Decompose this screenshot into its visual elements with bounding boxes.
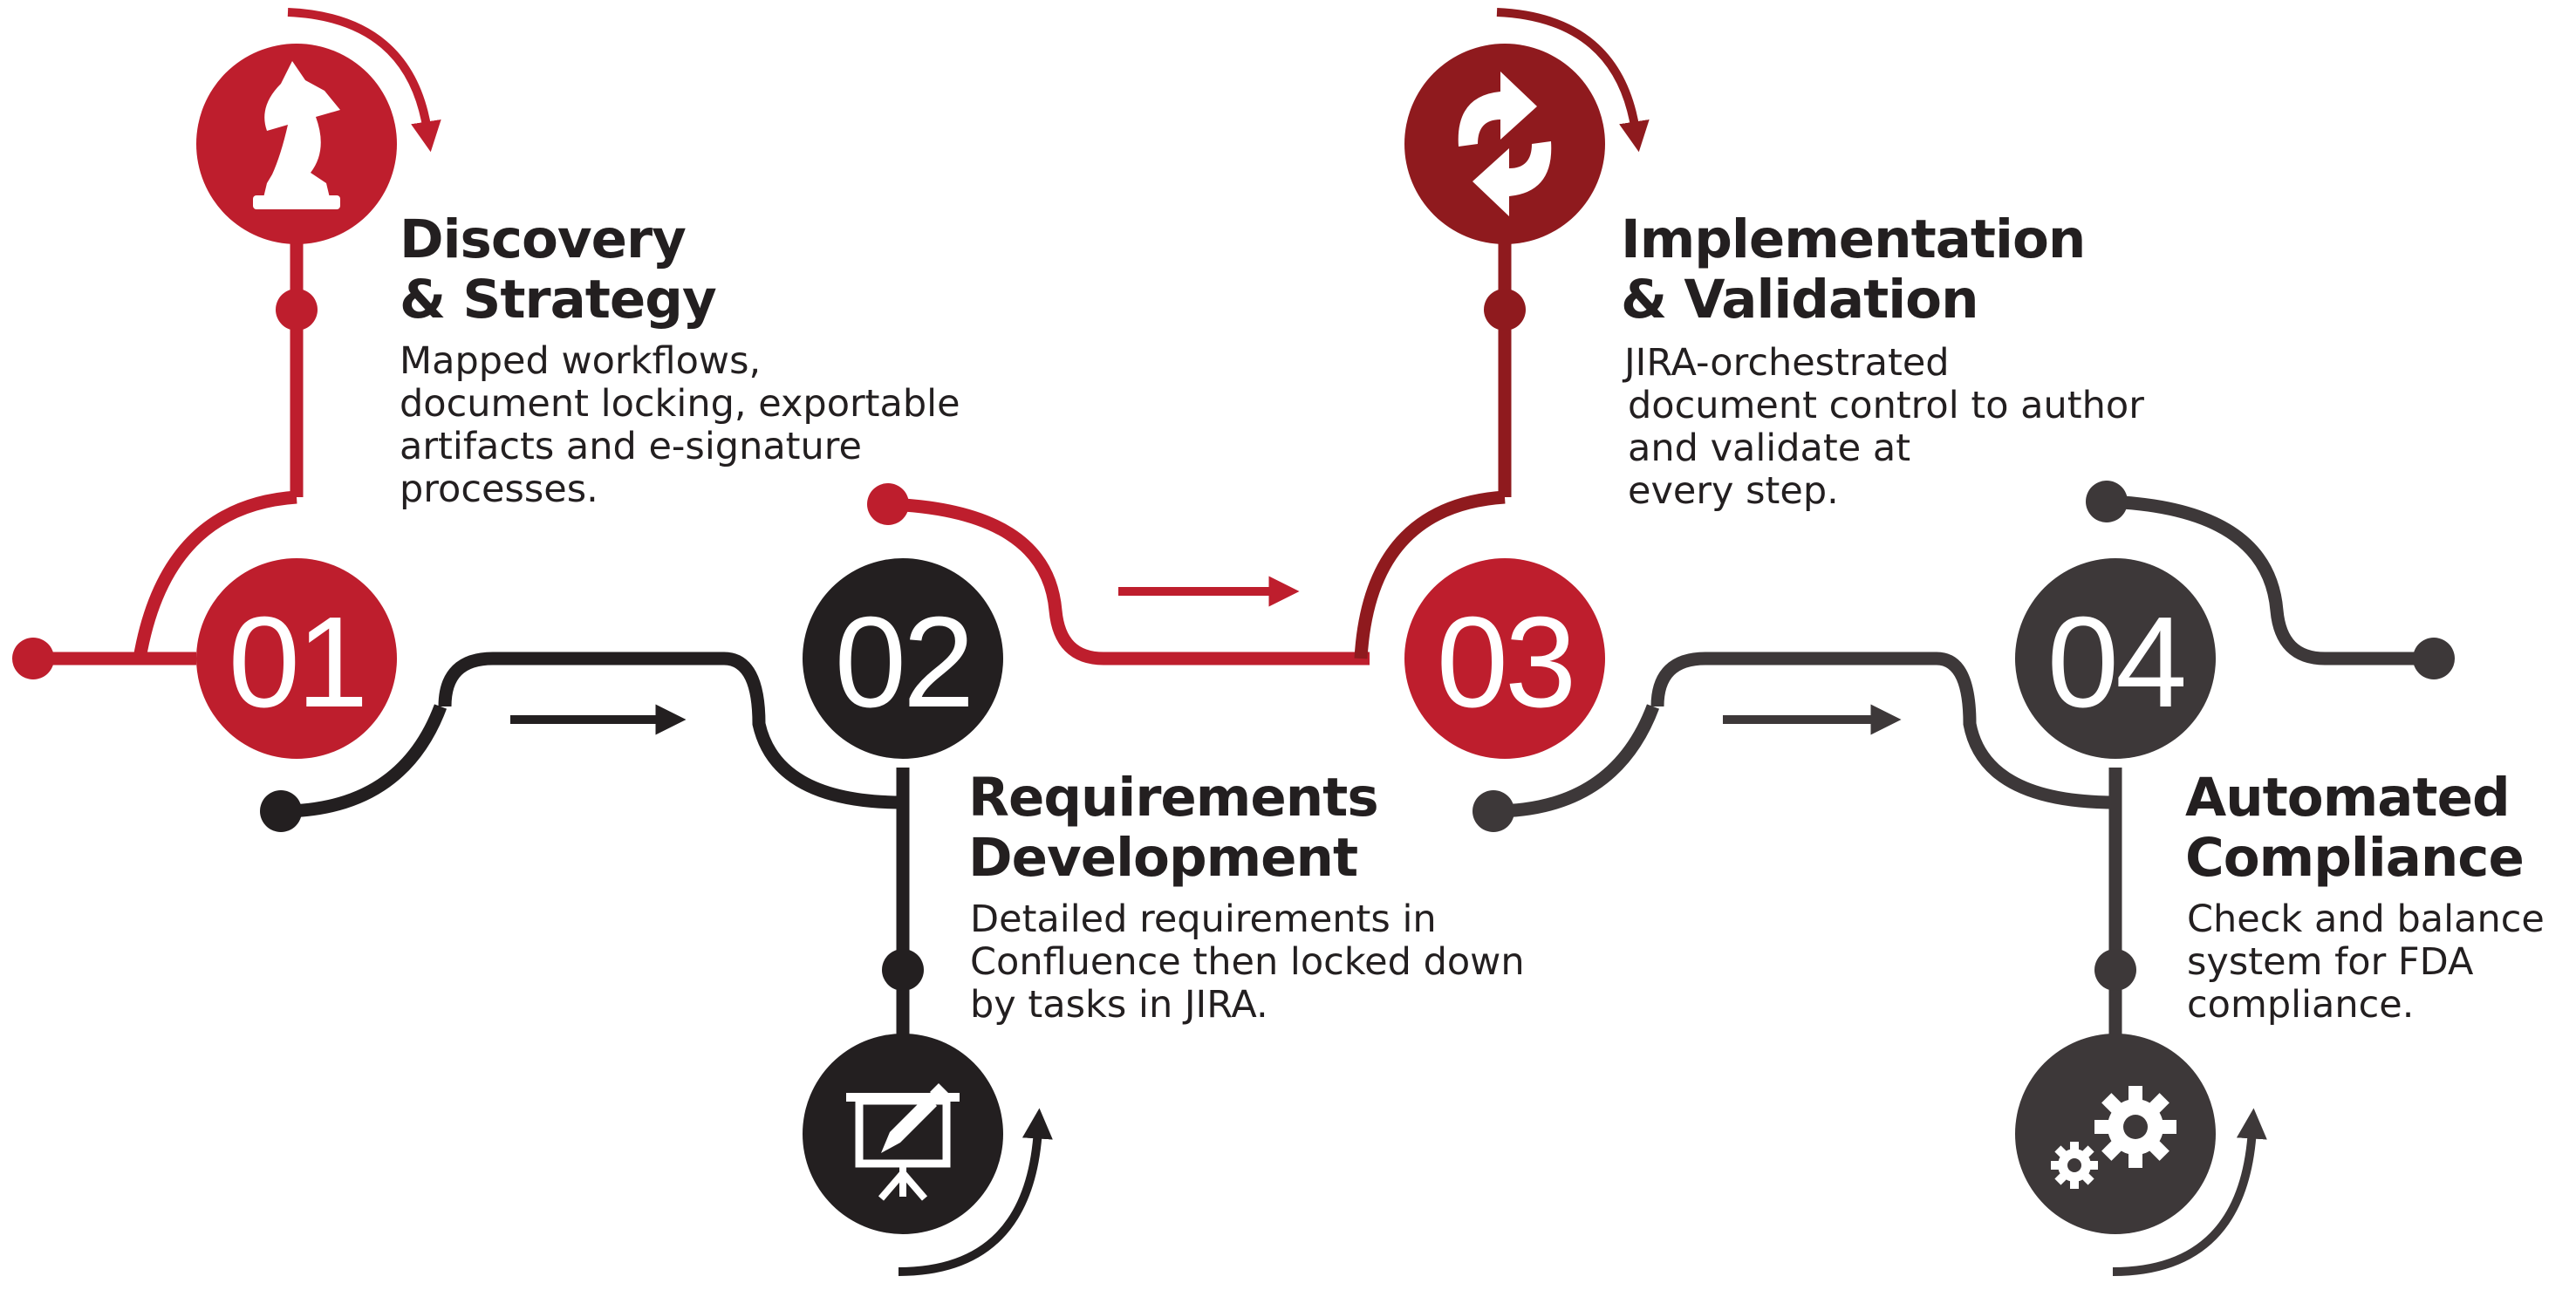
refresh-arrows-icon xyxy=(1458,72,1552,216)
step-4-right-dot xyxy=(2413,638,2455,679)
step-1: 01 xyxy=(12,8,441,759)
step-2-title-line-1: Requirements xyxy=(968,767,1378,829)
step-4-text: Automated Compliance Check and balance s… xyxy=(2185,767,2545,1027)
step-4-number-circle xyxy=(2015,558,2216,759)
step-2-desc-line-1: Detailed requirements in xyxy=(970,898,1437,941)
step-3-stem-dot xyxy=(1484,289,1526,331)
step-3-lower-dot xyxy=(1472,790,1514,832)
step-4-curved-arrow xyxy=(2112,1108,2267,1276)
step-3-number: 03 xyxy=(1437,590,1574,734)
step-2-upper-dot xyxy=(867,483,909,525)
step-3-desc-line-4: every step. xyxy=(1628,469,1839,513)
step-1-lower-hook xyxy=(280,704,448,818)
step-2-stem-dot xyxy=(882,949,924,991)
chess-knight-icon xyxy=(253,61,340,209)
step-2-title-line-2: Development xyxy=(968,827,1357,889)
step-1-number: 01 xyxy=(229,590,366,734)
step-2-number: 02 xyxy=(835,590,972,734)
step-3-icon-circle xyxy=(1404,44,1605,244)
step-1-text: Discovery & Strategy Mapped workflows, d… xyxy=(400,208,960,511)
step-1-stem-dot xyxy=(276,289,318,331)
step-3-desc-line-3: and validate at xyxy=(1628,427,1910,470)
step-4-desc-line-2: system for FDA xyxy=(2187,940,2474,984)
step-3-curved-arrow xyxy=(1496,8,1650,153)
step-4-upper-dot xyxy=(2086,481,2128,522)
step-4-number: 04 xyxy=(2047,590,2184,734)
step-3-title-line-1: Implementation xyxy=(1621,208,2085,270)
step-1-title-line-1: Discovery xyxy=(400,208,686,270)
step-3-upper-arc xyxy=(1354,490,1506,659)
step-3: 03 xyxy=(867,8,1650,759)
step-4-title-line-1: Automated xyxy=(2185,767,2510,829)
step-3-number-circle xyxy=(1404,558,1605,759)
presentation-board-icon xyxy=(846,1083,960,1201)
step-3-desc-line-2: document control to author xyxy=(1628,384,2144,427)
step-2-desc-line-2: Confluence then locked down xyxy=(970,940,1525,984)
step-1-desc-line-3: artifacts and e-signature xyxy=(400,425,862,468)
connector-1-2 xyxy=(438,652,904,809)
step-1-title-line-2: & Strategy xyxy=(400,269,716,331)
step-2-curved-arrow xyxy=(898,1108,1053,1276)
gears-icon xyxy=(2051,1086,2176,1189)
step-4-desc-line-1: Check and balance xyxy=(2187,898,2545,941)
step-2-text: Requirements Development Detailed requir… xyxy=(968,767,1525,1027)
step-2-upper-hook xyxy=(887,497,1370,665)
step-3-lower-hook xyxy=(1493,704,1660,818)
step-3-desc-line-1: JIRA-orchestrated xyxy=(1622,341,1950,385)
step-1-left-dot xyxy=(12,638,54,679)
step-1-number-circle xyxy=(196,558,397,759)
step-1-desc-line-2: document locking, exportable xyxy=(400,382,960,426)
step-2-number-circle xyxy=(803,558,1003,759)
step-4-desc-line-3: compliance. xyxy=(2187,983,2414,1027)
connector-3-4 xyxy=(1650,652,2116,809)
step-1-upper-arc xyxy=(133,490,297,660)
step-1-lower-dot xyxy=(260,790,302,832)
step-4-stem-dot xyxy=(2094,949,2136,991)
step-1-desc-line-1: Mapped workflows, xyxy=(400,339,761,383)
step-4-title-line-2: Compliance xyxy=(2185,827,2524,889)
step-2-desc-line-3: by tasks in JIRA. xyxy=(970,983,1268,1027)
step-2: 02 xyxy=(260,558,1053,1276)
step-4-upper-hook xyxy=(2106,495,2432,665)
step-1-curved-arrow xyxy=(287,8,441,153)
step-1-desc-line-4: processes. xyxy=(400,468,598,511)
step-3-title-line-2: & Validation xyxy=(1621,269,1978,331)
step-4: 04 xyxy=(1472,481,2455,1276)
step-3-text: Implementation & Validation JIRA-orchest… xyxy=(1621,208,2144,513)
